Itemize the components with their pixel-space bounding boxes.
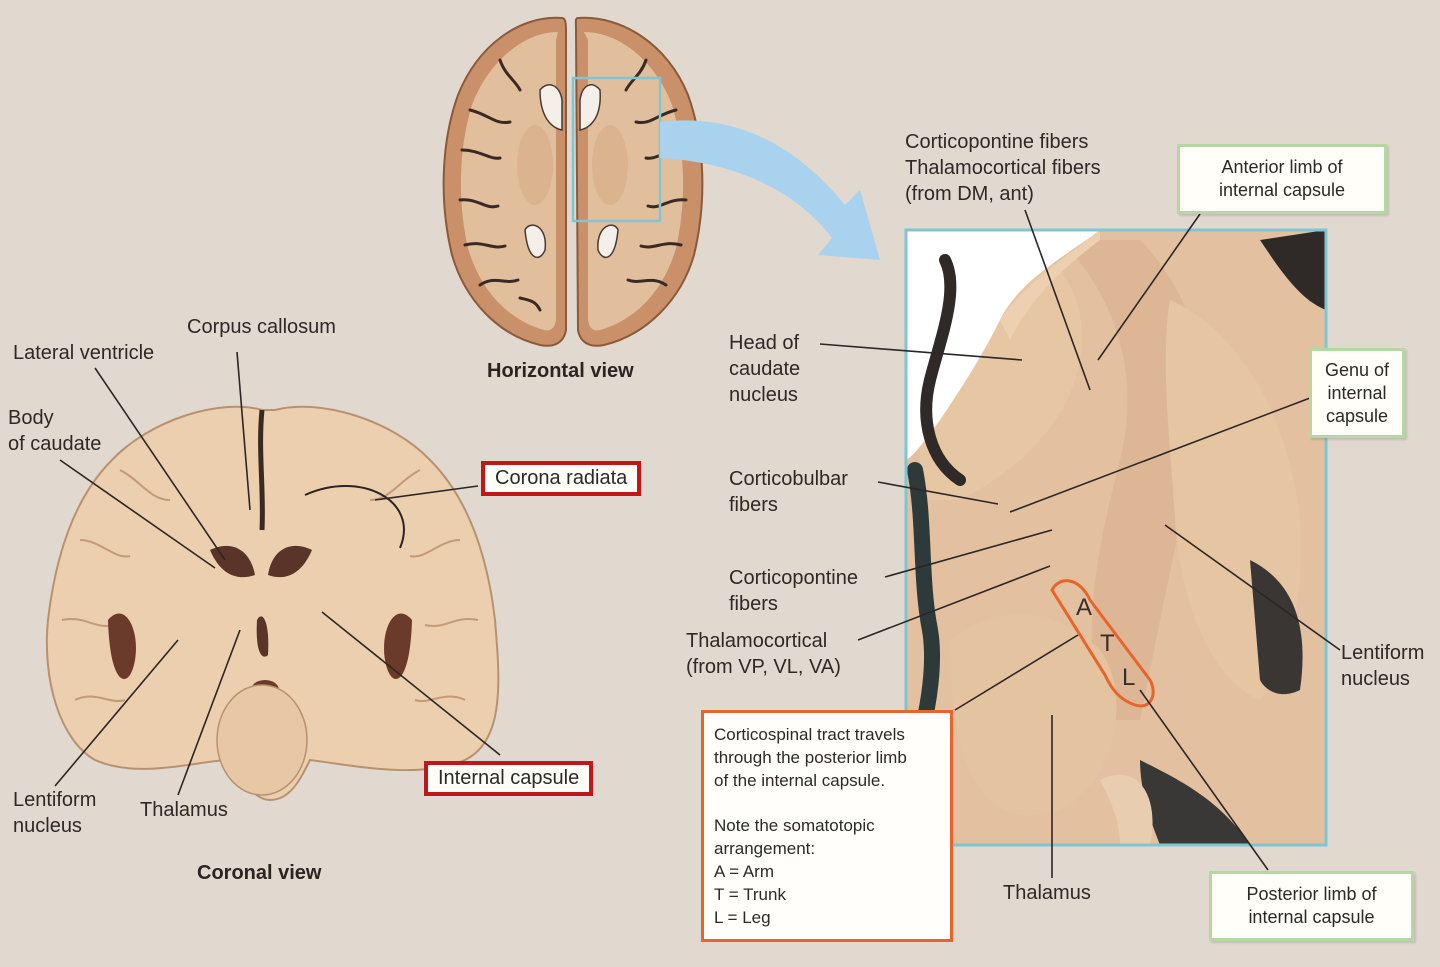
somatotopy-letter-trunk: T [1100,630,1115,657]
label-corpus-callosum: Corpus callosum [187,316,336,338]
label-lateral-ventricle: Lateral ventricle [13,342,155,364]
box-genu: Genu of internal capsule [1309,348,1405,438]
leader-lines [54,209,1341,878]
label-body-of-caudate: Body of caudate [8,407,102,455]
label-head-of-caudate: Head of caudate nucleus [729,332,801,406]
somatotopy-letter-leg: L [1122,664,1136,691]
coronal-view-caption: Coronal view [197,862,322,884]
horizontal-brain-section [442,16,704,347]
label-coronal-lentiform-nucleus: Lentiform nucleus [13,789,97,837]
box-posterior-limb: Posterior limb of internal capsule [1209,871,1414,941]
label-detail-thalamus: Thalamus [1003,882,1091,904]
label-corticopontine-thalamocortical: Corticopontine fibers Thalamocortical fi… [905,131,1101,205]
label-corticopontine-fibers: Corticopontine fibers [729,567,858,615]
zoom-arrow [660,120,880,260]
detail-brain-section [904,228,1328,847]
somatotopy-letter-arm: A [1076,594,1093,621]
coronal-brain-section [45,405,500,802]
label-thalamocortical-vp: Thalamocortical (from VP, VL, VA) [686,630,841,678]
box-corona-radiata: Corona radiata [481,461,642,496]
note-box-corticospinal: Corticospinal tract travels through the … [701,710,953,942]
horizontal-view-caption: Horizontal view [487,360,634,382]
note-corticospinal-text: Corticospinal tract travels through the … [714,725,907,790]
note-somatotopic-text: Note the somatotopic arrangement: A = Ar… [714,816,875,927]
label-corticobulbar-fibers: Corticobulbar fibers [729,468,848,516]
box-internal-capsule: Internal capsule [424,761,594,796]
box-anterior-limb: Anterior limb of internal capsule [1177,144,1387,214]
label-detail-lentiform-nucleus: Lentiform nucleus [1341,642,1425,690]
label-coronal-thalamus: Thalamus [140,799,228,821]
